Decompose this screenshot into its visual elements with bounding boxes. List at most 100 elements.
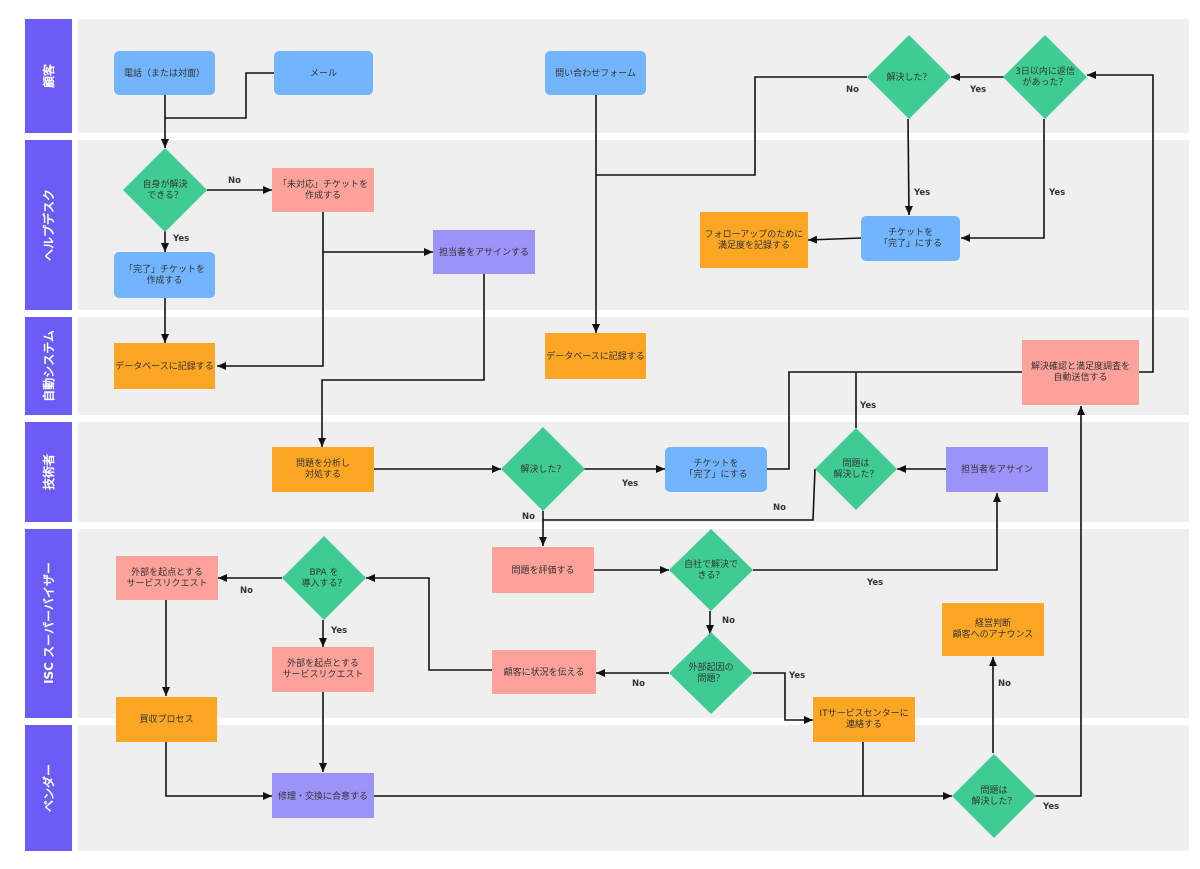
node-inquiry-form[interactable] bbox=[545, 51, 646, 95]
edge-vendor-yes bbox=[1035, 406, 1085, 797]
edge-label-yes-external: Yes bbox=[788, 671, 805, 681]
decision-bpa[interactable] bbox=[282, 536, 366, 620]
node-phone[interactable] bbox=[114, 51, 215, 95]
node-ticket-done-helpdesk[interactable] bbox=[861, 216, 960, 261]
lane-label-automation: 自動システム bbox=[41, 330, 56, 402]
lane-backgrounds bbox=[78, 19, 1189, 851]
decision-external-cause-label: 外部起因の問題？ bbox=[688, 661, 733, 684]
node-external-sr-left-label: 外部を起点とするサービスリクエスト bbox=[126, 566, 207, 589]
node-inform-customer-label: 顧客に状況を伝える bbox=[504, 666, 585, 678]
lane-header-automation bbox=[25, 317, 72, 415]
edge-purchase-to-repair bbox=[165, 742, 272, 800]
decision-inhouse-label: 自社で解決できる？ bbox=[684, 558, 738, 581]
node-evaluate[interactable] bbox=[492, 547, 594, 593]
decision-resolved-customer[interactable] bbox=[867, 35, 951, 119]
edge-label-no-self: No bbox=[228, 176, 241, 186]
lane-bg-helpdesk bbox=[78, 140, 1189, 310]
decision-reply-3days[interactable] bbox=[1003, 35, 1087, 119]
edge-label-no-inhouse: No bbox=[722, 616, 735, 626]
node-auto-send[interactable] bbox=[1022, 340, 1139, 405]
node-unhandled-ticket-label: 「未対応」チケットを作成する bbox=[278, 178, 368, 201]
edge-auto-to-reply bbox=[1087, 71, 1154, 373]
node-done-ticket-helpdesk-label: 「完了」チケットを作成する bbox=[124, 263, 205, 286]
edge-inform-to-bpa bbox=[366, 574, 493, 671]
node-ticket-done-tech-label: チケットを「完了」にする bbox=[684, 458, 747, 480]
decision-problem-resolved-tech[interactable] bbox=[815, 428, 897, 510]
decision-problem-resolved-vendor[interactable] bbox=[952, 754, 1036, 838]
lane-header-helpdesk bbox=[25, 140, 72, 310]
node-purchase-label: 買収プロセス bbox=[139, 713, 193, 725]
decision-problem-resolved-tech-label: 問題は解決した？ bbox=[833, 458, 878, 480]
edge-label-no-external: No bbox=[632, 679, 645, 689]
lane-label-vendor: ベンダー bbox=[41, 764, 56, 812]
lane-label-supervisor: ISC スーパーバイザー bbox=[42, 562, 56, 684]
edge-resolved-yes bbox=[904, 118, 913, 216]
edge-label-yes-problem-tech: Yes bbox=[859, 401, 876, 411]
edge-label-yes-vendor: Yes bbox=[1042, 802, 1059, 812]
node-external-sr-mid[interactable] bbox=[272, 647, 374, 692]
lane-label-helpdesk: ヘルプデスク bbox=[41, 189, 56, 261]
node-db-center-label: データベースに記録する bbox=[546, 350, 645, 362]
decision-inhouse[interactable] bbox=[669, 529, 753, 611]
node-analyze[interactable] bbox=[272, 447, 374, 492]
node-done-ticket-helpdesk[interactable] bbox=[114, 252, 215, 298]
node-mail[interactable] bbox=[274, 51, 373, 95]
node-exec-decision[interactable] bbox=[942, 603, 1044, 656]
lane-header-supervisor bbox=[25, 529, 72, 718]
node-db-left-label: データベースに記録する bbox=[115, 360, 214, 372]
lane-header-customer bbox=[25, 19, 72, 133]
edge-assign-to-analyze bbox=[318, 274, 485, 447]
node-assign-tech[interactable] bbox=[946, 447, 1048, 492]
edge-label-no-tech: No bbox=[522, 512, 535, 522]
node-exec-decision-label: 経営判断顧客へのアナウンス bbox=[953, 617, 1034, 640]
edge-inhouse-yes bbox=[753, 493, 1001, 571]
node-inquiry-form-label: 問い合わせフォーム bbox=[555, 67, 636, 79]
node-repair-label: 修理・交換に合意する bbox=[278, 790, 368, 802]
lane-label-customer: 顧客 bbox=[41, 63, 56, 88]
node-ticket-done-tech[interactable] bbox=[665, 447, 767, 492]
node-inform-customer[interactable] bbox=[492, 650, 596, 694]
edge-label-yes-tech: Yes bbox=[621, 479, 638, 489]
edge-label-no-problem-tech: No bbox=[773, 503, 786, 513]
decision-self-resolve-label: 自身が解決できる？ bbox=[142, 178, 187, 201]
decision-self-resolve[interactable] bbox=[123, 148, 207, 232]
connectors bbox=[161, 71, 1154, 800]
node-unhandled-ticket[interactable] bbox=[272, 168, 374, 212]
node-it-service-label: ITサービスセンターに連絡する bbox=[819, 708, 908, 730]
node-it-service[interactable] bbox=[813, 697, 915, 742]
lane-header-technician bbox=[25, 422, 72, 522]
decision-external-cause[interactable] bbox=[669, 632, 753, 714]
decision-resolved-tech[interactable] bbox=[501, 427, 585, 511]
node-evaluate-label: 問題を評価する bbox=[511, 564, 574, 576]
edge-label-no-bpa: No bbox=[240, 586, 253, 596]
node-analyze-label: 問題を分析し対処する bbox=[296, 457, 350, 480]
node-db-center[interactable] bbox=[545, 333, 646, 379]
decision-resolved-customer-label: 解決した？ bbox=[886, 71, 931, 83]
lane-label-technician: 技術者 bbox=[41, 454, 56, 490]
node-repair[interactable] bbox=[272, 773, 374, 818]
edge-label-yes-bpa: Yes bbox=[330, 626, 347, 636]
lane-headers: 顧客 ヘルプデスク 自動システム 技術者 ISC スーパーバイザー ベンダー bbox=[25, 19, 72, 851]
edge-unhandled-to-db bbox=[217, 252, 324, 370]
node-phone-label: 電話（または対面） bbox=[124, 67, 205, 79]
node-record-satisfaction-label: フォローアップのために満足度を記録する bbox=[705, 229, 804, 251]
edge-labels: No Yes Yes Yes No Yes Yes No Yes No Yes … bbox=[172, 85, 1065, 812]
node-external-sr-left[interactable] bbox=[116, 556, 218, 600]
edge-label-yes-inhouse: Yes bbox=[866, 578, 883, 588]
edge-external-yes bbox=[753, 672, 813, 724]
node-assign-helpdesk[interactable] bbox=[433, 230, 535, 274]
edge-label-no-vendor: No bbox=[998, 679, 1011, 689]
node-record-satisfaction[interactable] bbox=[700, 212, 808, 268]
node-db-left[interactable] bbox=[114, 343, 215, 389]
node-purchase[interactable] bbox=[116, 697, 217, 742]
nodes: 電話（または対面） メール 問い合わせフォーム 解決した？ 3日以内に返信があっ… bbox=[114, 35, 1139, 838]
node-external-sr-mid-label: 外部を起点とするサービスリクエスト bbox=[282, 657, 363, 680]
node-assign-tech-label: 担当者をアサイン bbox=[961, 463, 1033, 475]
node-assign-helpdesk-label: 担当者をアサインする bbox=[439, 246, 529, 258]
lane-header-vendor bbox=[25, 725, 72, 851]
decision-reply-3days-label: 3日以内に返信があった？ bbox=[1015, 65, 1075, 88]
edge-label-yes-resolved: Yes bbox=[913, 188, 930, 198]
decision-problem-resolved-vendor-label: 問題は解決した？ bbox=[971, 785, 1016, 807]
decision-bpa-label: BPA を導入する？ bbox=[301, 567, 346, 589]
